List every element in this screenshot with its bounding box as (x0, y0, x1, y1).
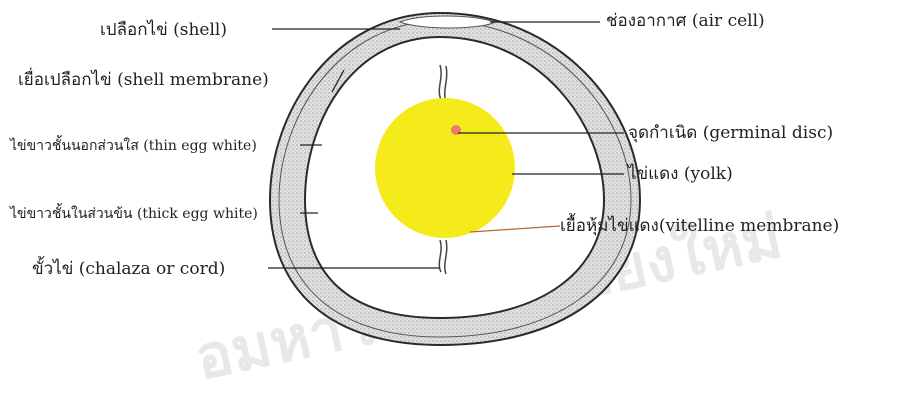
egg-anatomy-diagram: อมหาวิทยาลัยเชียงใหม่ (0, 0, 898, 348)
label-germinal-disc: จุดกำเนิด (germinal disc) (628, 123, 833, 143)
label-thick-egg-white: ไข่ขาวชั้นในส่วนข้น (thick egg white) (10, 204, 258, 224)
label-chalaza: ขั้วไข่ (chalaza or cord) (32, 259, 225, 279)
label-shell-membrane: เยื่อเปลือกไข่ (shell membrane) (18, 70, 269, 90)
label-vitelline-membrane: เยื้อหุ้มไข่แดง(vitelline membrane) (560, 216, 839, 236)
label-shell: เปลือกไข่ (shell) (100, 20, 227, 40)
label-yolk: ไข่แดง (yolk) (628, 164, 733, 184)
egg-illustration (0, 0, 898, 348)
label-air-cell: ช่องอากาศ (air cell) (606, 11, 765, 31)
yolk (375, 98, 515, 238)
label-thin-egg-white: ไข่ขาวชั้นนอกส่วนใส (thin egg white) (10, 136, 257, 156)
